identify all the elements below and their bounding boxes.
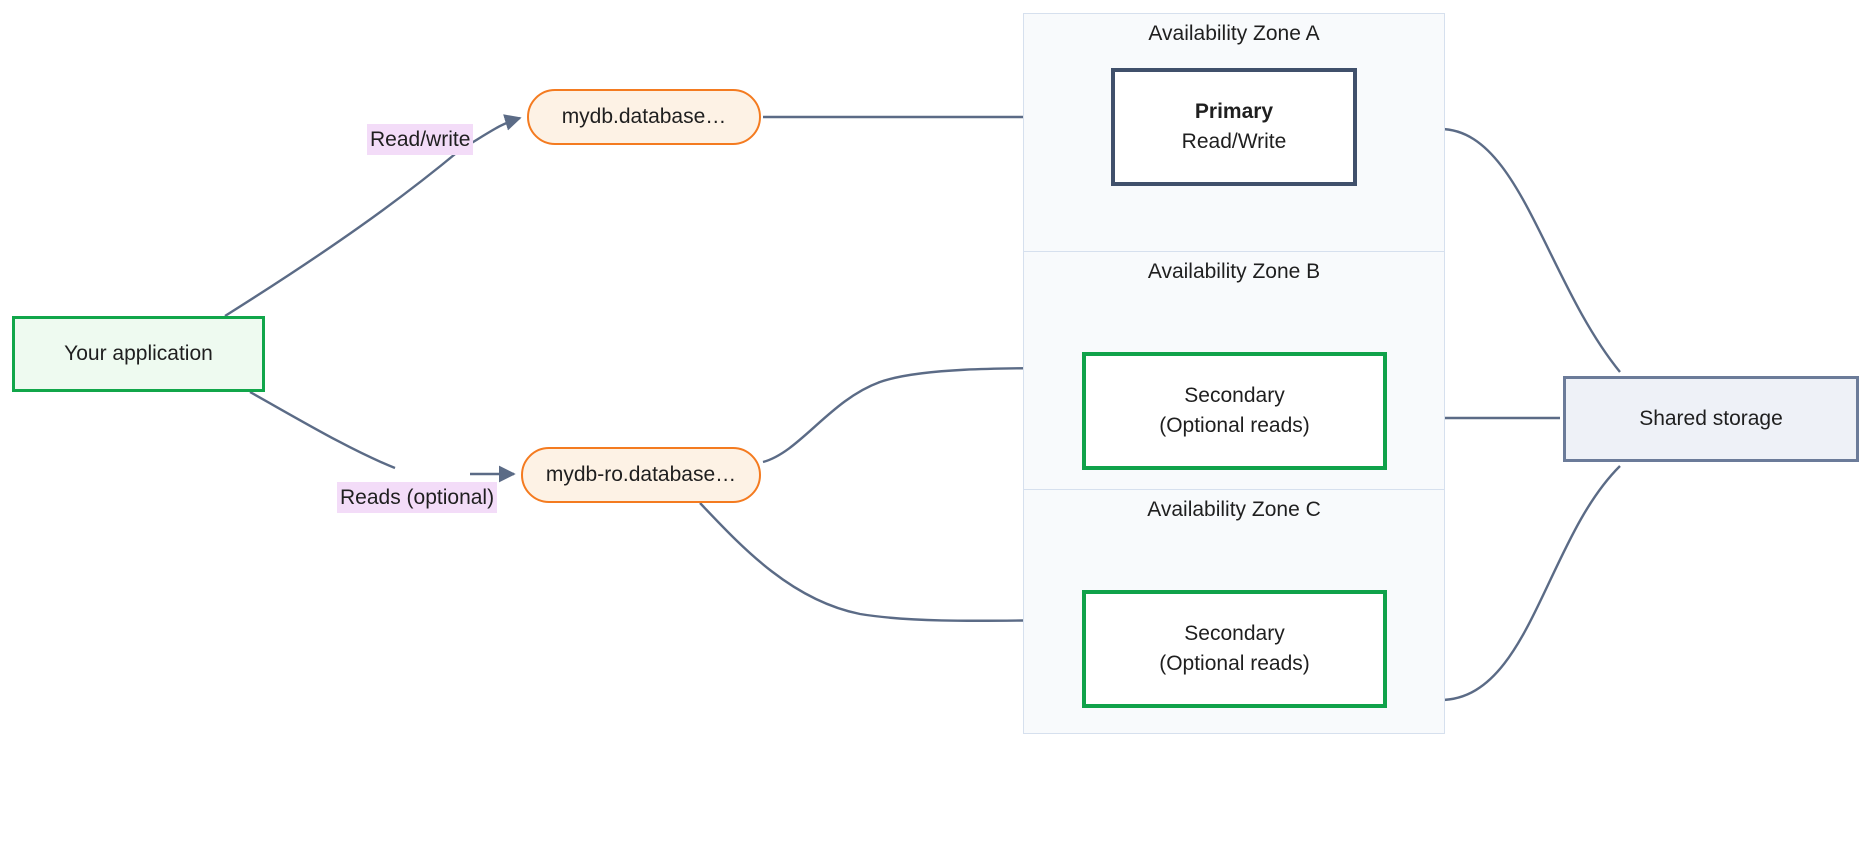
node-endpoint-read-only[interactable]: mydb-ro.database… bbox=[521, 447, 761, 503]
node-secondary-b-detail: (Optional reads) bbox=[1159, 414, 1310, 437]
node-secondary-b-role: Secondary bbox=[1184, 384, 1285, 408]
node-secondary-instance-b[interactable]: Secondary (Optional reads) bbox=[1082, 352, 1387, 470]
node-your-application[interactable]: Your application bbox=[12, 316, 265, 392]
node-secondary-c-role: Secondary bbox=[1184, 622, 1285, 646]
node-secondary-c-detail: (Optional reads) bbox=[1159, 652, 1310, 675]
node-secondary-instance-c[interactable]: Secondary (Optional reads) bbox=[1082, 590, 1387, 708]
node-primary-instance[interactable]: Primary Read/Write bbox=[1111, 68, 1357, 186]
edge-endpoint-ro-to-secondary-c bbox=[699, 502, 1077, 629]
node-shared-storage-label: Shared storage bbox=[1639, 407, 1783, 431]
node-endpoint-read-write-label: mydb.database… bbox=[561, 105, 727, 129]
node-endpoint-read-only-label: mydb-ro.database… bbox=[545, 463, 737, 487]
zone-a-title: Availability Zone A bbox=[1148, 22, 1320, 45]
node-your-application-label: Your application bbox=[64, 342, 213, 366]
node-primary-role: Primary bbox=[1194, 100, 1274, 124]
node-shared-storage[interactable]: Shared storage bbox=[1563, 376, 1859, 462]
edge-app-to-endpoint-ro bbox=[249, 390, 396, 470]
edge-app-to-endpoint-rw bbox=[224, 149, 461, 318]
node-endpoint-read-write[interactable]: mydb.database… bbox=[527, 89, 761, 145]
zone-c-title: Availability Zone C bbox=[1147, 498, 1321, 521]
node-primary-detail: Read/Write bbox=[1181, 130, 1287, 153]
zone-b-title: Availability Zone B bbox=[1147, 260, 1321, 283]
edge-label-read-write: Read/write bbox=[367, 124, 474, 156]
edge-label-reads-optional: Reads (optional) bbox=[337, 482, 498, 514]
